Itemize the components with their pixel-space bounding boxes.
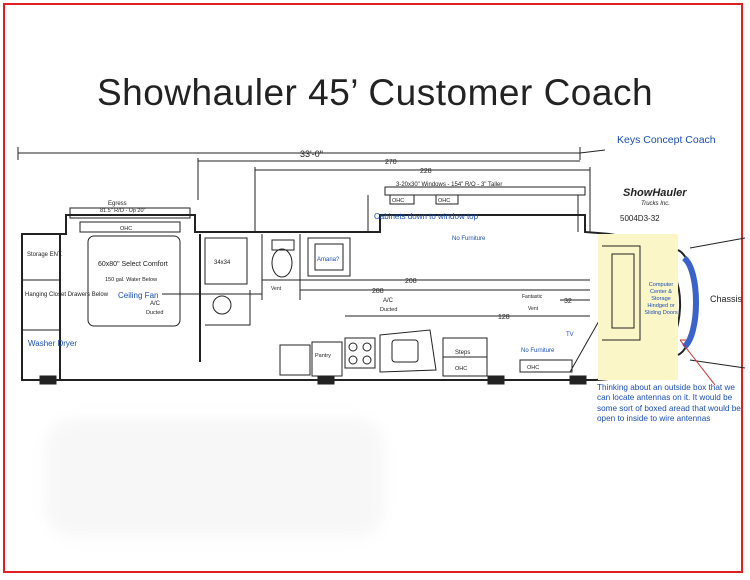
- shower: [204, 237, 248, 285]
- note-arrow: [679, 339, 716, 386]
- dim-leader: [579, 149, 606, 154]
- windshield: [681, 255, 699, 350]
- ohc-cabinet: [435, 194, 459, 205]
- egress-window: [69, 207, 191, 219]
- concept-subtitle: Keys Concept Coach: [617, 134, 716, 146]
- washer-label: Washer Dryer: [28, 339, 77, 348]
- sink: [212, 295, 232, 315]
- bed-ohc: [79, 221, 181, 233]
- storage-label: Storage ENT.: [27, 252, 63, 258]
- front-ohc: [519, 359, 573, 373]
- bed-ac-label: A/C: [150, 301, 161, 307]
- egress-label: Egress: [108, 201, 127, 207]
- closet-label: Hanging Closet Drawers Below: [25, 292, 109, 298]
- burner: [362, 355, 372, 365]
- bed-ducted-label: Ducted: [146, 310, 163, 316]
- bath-vent-label: Vent: [271, 286, 282, 292]
- steps-ohc-label: OHC: [455, 366, 467, 372]
- burner: [348, 342, 358, 352]
- cooktop: [344, 337, 376, 369]
- dim-overall-label: 33'-0": [300, 149, 323, 159]
- shower-label: 34x34: [214, 260, 231, 266]
- fridge-cabinet: [307, 237, 351, 277]
- pantry-cabinet: [279, 344, 311, 376]
- page-border: [3, 3, 743, 573]
- fridge: [314, 243, 344, 271]
- front-ohc-label: OHC: [527, 365, 539, 371]
- bed: [87, 235, 181, 327]
- wheel: [317, 375, 335, 385]
- dim-208-label: 208: [405, 278, 417, 285]
- dim-288-label: 288: [372, 288, 384, 295]
- dim-32-label: 32: [564, 298, 572, 305]
- living-ducted-label: Ducted: [380, 307, 397, 313]
- no-furniture-label: No Furniture: [452, 236, 486, 242]
- wheel: [39, 375, 57, 385]
- antenna-note: Thinking about an outside box that we ca…: [597, 383, 741, 423]
- dim-128-label: 128: [498, 314, 510, 321]
- dim-270-label: 270: [385, 159, 397, 166]
- wheel: [487, 375, 505, 385]
- bath-wall: [205, 290, 251, 326]
- water-label: 150 gal. Water Below: [105, 277, 157, 283]
- ceiling-fan-label: Ceiling Fan: [118, 291, 158, 300]
- bath-cabinet: [271, 239, 295, 251]
- tv-label: TV: [566, 332, 574, 338]
- burner: [362, 342, 372, 352]
- egress-spec: 81.5" R/O - Up 20": [100, 208, 146, 214]
- galley-sink: [391, 339, 419, 363]
- seat-cushion: [611, 253, 635, 329]
- pantry: [311, 341, 343, 377]
- steps-label: Steps: [455, 350, 470, 356]
- logo-line1: ShowHauler: [623, 187, 687, 199]
- blurred-region: [45, 418, 385, 538]
- cabinets-label: Cabinets down to window top: [374, 212, 479, 221]
- model-number: 5004D3-32: [620, 214, 660, 223]
- computer-center-label: Computer Center & Storage Hindged or Sli…: [644, 282, 678, 316]
- dim-228-label: 228: [420, 168, 432, 175]
- fantastic-label: Fantastic: [522, 294, 543, 300]
- living-vent-label: Vent: [528, 306, 539, 312]
- burner: [348, 355, 358, 365]
- bed-label: 60x80" Select Comfort: [98, 261, 168, 268]
- ohc-label: OHC: [392, 198, 404, 204]
- window-bank: [384, 186, 586, 196]
- computer-center-label-box: Computer Center & Storage Hindged or Sli…: [644, 282, 678, 316]
- galley-counter: [379, 329, 437, 373]
- driver-seat: [602, 245, 641, 341]
- pantry-label: Pantry: [315, 353, 331, 359]
- ohc-label: OHC: [438, 198, 450, 204]
- no-furniture-front-label: No Furniture: [521, 348, 555, 354]
- wheel: [569, 375, 587, 385]
- ohc-cabinet: [389, 194, 415, 205]
- amana-label: Amana?: [317, 257, 340, 263]
- living-ac-label: A/C: [383, 298, 394, 304]
- chassis-lines: [689, 237, 746, 369]
- bed-ohc-label: OHC: [120, 226, 132, 232]
- windows-spec: 3-20x30" Windows - 154" R/O - 3" Taller: [396, 182, 502, 188]
- toilet: [271, 248, 293, 278]
- computer-center: [598, 234, 678, 380]
- chassis-label: Chassis: [710, 294, 743, 304]
- page-title: Showhauler 45’ Customer Coach: [96, 72, 654, 113]
- logo-line2: Trucks Inc.: [641, 201, 670, 207]
